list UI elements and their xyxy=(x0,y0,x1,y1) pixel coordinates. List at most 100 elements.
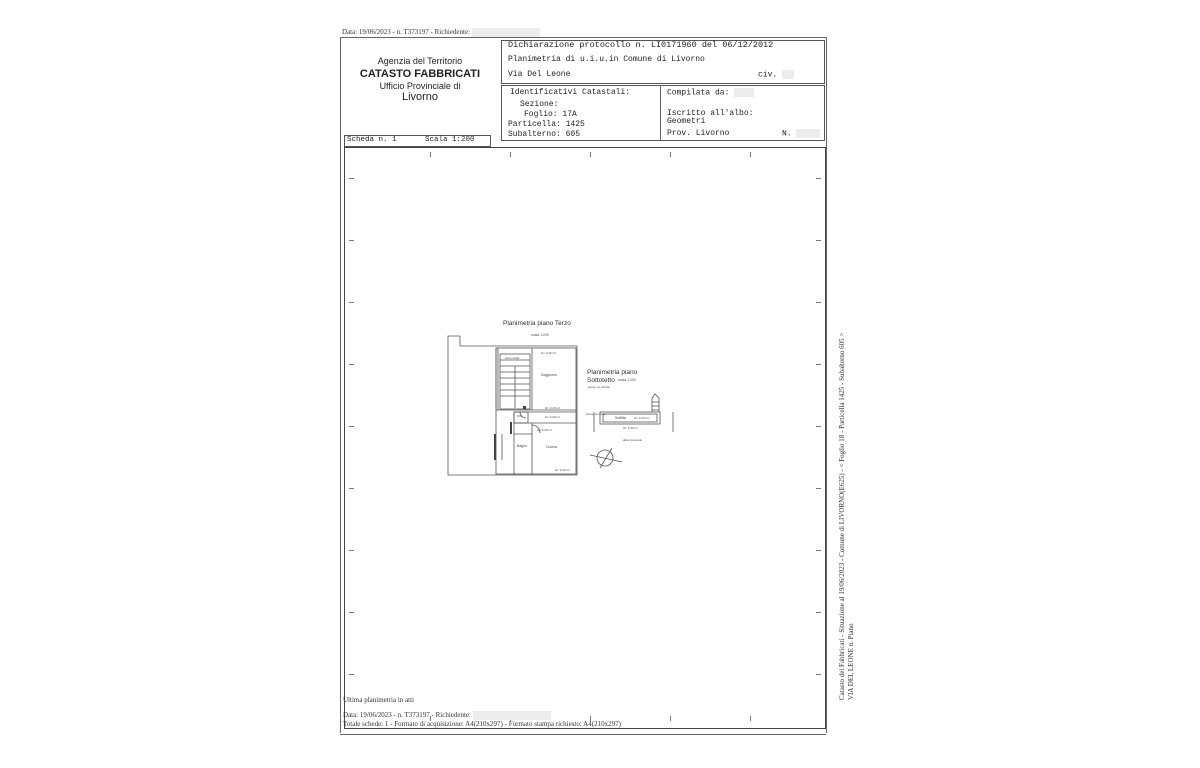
other-property-label: altra proprietà xyxy=(623,438,642,442)
redacted-requester xyxy=(471,28,540,37)
drawing-frame xyxy=(344,147,826,729)
grid-tick xyxy=(349,178,354,179)
room-wc: WC xyxy=(517,414,522,418)
grid-tick xyxy=(816,364,821,365)
floor-plan-drawing xyxy=(447,335,674,476)
grid-tick xyxy=(816,178,821,179)
room-cucina: Cucina xyxy=(546,445,557,449)
grid-tick xyxy=(349,302,354,303)
header-request-line: Data: 19/06/2023 - n. T373197 - Richiede… xyxy=(342,28,540,37)
height-label-6: H= 3,20 ml xyxy=(634,416,649,420)
height-label-3: H= 3,20 ml xyxy=(545,415,560,419)
wall-label-street: prosp. su strada xyxy=(588,385,610,389)
grid-tick xyxy=(349,426,354,427)
totals-line: Totale schede: 1 - Formato di acquisizio… xyxy=(343,720,621,728)
side-line1: Catasto dei Fabbricati - Situazione al 1… xyxy=(838,332,846,700)
compiled-province: Prov. Livorno xyxy=(667,129,730,138)
grid-tick xyxy=(349,240,354,241)
height-label-4: H= 3,20 ml xyxy=(537,428,552,432)
last-plan-note: Ultima planimetria in atti xyxy=(343,696,414,704)
grid-tick xyxy=(816,550,821,551)
grid-tick xyxy=(816,612,821,613)
identifiers-box xyxy=(501,85,825,141)
side-line2: VIA DEL LEONE n. Piano xyxy=(847,623,855,700)
redacted-compiler xyxy=(734,88,755,97)
sheet-number: Scheda n. 1 xyxy=(347,136,397,144)
plan-title-second-line2: Sottotetto xyxy=(587,377,615,384)
height-label-1: H= 3,20 ml xyxy=(541,351,556,355)
height-label-2: H= 3,20 ml xyxy=(545,406,560,410)
identifiers-particella: Particella: 1425 xyxy=(508,120,585,129)
sheet-box xyxy=(344,135,491,147)
grid-tick xyxy=(349,364,354,365)
agency-name: Agenzia del Territorio xyxy=(377,56,463,66)
frame-left-line xyxy=(340,37,341,733)
grid-tick xyxy=(816,302,821,303)
compiled-registered: Iscritto all'albo: xyxy=(667,109,754,118)
agency-office: Ufficio Provinciale di xyxy=(379,81,461,91)
agency-block: Agenzia del Territorio CATASTO FABBRICAT… xyxy=(342,56,498,103)
grid-tick xyxy=(590,716,591,721)
bottom-request-text: Data: 19/06/2023 - n. T373197 - Richiede… xyxy=(343,711,471,720)
plan-outline xyxy=(447,335,578,476)
grid-tick xyxy=(430,152,431,157)
declaration-box xyxy=(501,40,825,84)
grid-tick xyxy=(349,612,354,613)
identifiers-sezione: Sezione: xyxy=(520,100,559,109)
plan-title-second-scale: scala 1:200 xyxy=(618,378,636,382)
plan-stair xyxy=(499,353,531,410)
grid-tick xyxy=(590,152,591,157)
plan-apartment xyxy=(495,347,577,475)
wall-label-court: prosp. su corte xyxy=(586,412,606,416)
identifiers-heading: Identificativi Catastali: xyxy=(510,88,631,97)
grid-tick xyxy=(750,152,751,157)
frame-bottom-line xyxy=(340,734,826,735)
plan-title-second: Planimetria piano Sottotetto xyxy=(587,369,637,385)
grid-tick xyxy=(670,716,671,721)
wall-label-stair: vano scala xyxy=(505,356,520,360)
grid-tick xyxy=(816,674,821,675)
declaration-protocol: Dichiarazione protocollo n. LI0171960 de… xyxy=(508,40,774,50)
plan-soffitta xyxy=(599,411,661,425)
identifiers-subalterno: Subalterno: 605 xyxy=(508,130,581,139)
grid-tick xyxy=(816,426,821,427)
civ-field: civ. xyxy=(758,70,795,80)
plan-title-main: Planimetria piano Terzo xyxy=(503,320,571,327)
bottom-request-line: Data: 19/06/2023 - n. T373197 - Richiede… xyxy=(343,711,551,720)
room-soffitta: Soffitta xyxy=(615,416,626,420)
plan-title-second-line1: Planimetria piano xyxy=(587,369,638,376)
side-cadastral-text: Catasto dei Fabbricati - Situazione al 1… xyxy=(838,333,856,700)
compiled-number-field: N. xyxy=(782,129,821,139)
sheet-scale: Scala 1:200 xyxy=(425,136,475,144)
frame-top-line xyxy=(340,37,826,38)
height-label-5: H= 3,20 ml xyxy=(555,468,570,472)
identifiers-foglio: Foglio: 17A xyxy=(524,110,577,119)
header-request-text: Data: 19/06/2023 - n. T373197 - Richiede… xyxy=(342,28,470,37)
compass xyxy=(596,449,614,467)
declaration-plan: Planimetria di u.i.u.in Comune di Livorn… xyxy=(508,55,705,64)
grid-tick xyxy=(750,716,751,721)
grid-tick xyxy=(349,550,354,551)
compiled-by-label: Compilata da: xyxy=(667,88,730,98)
grid-tick xyxy=(430,716,431,721)
redacted-civ xyxy=(782,70,795,79)
room-bagno: Bagno xyxy=(517,444,528,448)
grid-tick xyxy=(816,488,821,489)
grid-tick xyxy=(670,152,671,157)
declaration-street: Via Del Leone xyxy=(508,70,571,79)
identifiers-divider xyxy=(660,85,661,141)
room-soggiorno: Soggiorno xyxy=(541,373,557,377)
grid-tick xyxy=(510,152,511,157)
redacted-requester-bottom xyxy=(472,711,551,720)
civ-label: civ. xyxy=(758,70,778,80)
compiled-number-label: N. xyxy=(782,129,792,139)
plan-title-main-scale: scala 1:200 xyxy=(531,333,549,337)
grid-tick xyxy=(349,674,354,675)
compiled-by-field: Compilata da: xyxy=(667,88,755,98)
frame-right-line xyxy=(826,37,827,733)
redacted-number xyxy=(796,129,821,138)
height-label-7: H= 2,40 ml xyxy=(623,426,638,430)
agency-city: Livorno xyxy=(401,91,439,103)
grid-tick xyxy=(349,488,354,489)
compiled-profession: Geometri xyxy=(667,117,706,126)
